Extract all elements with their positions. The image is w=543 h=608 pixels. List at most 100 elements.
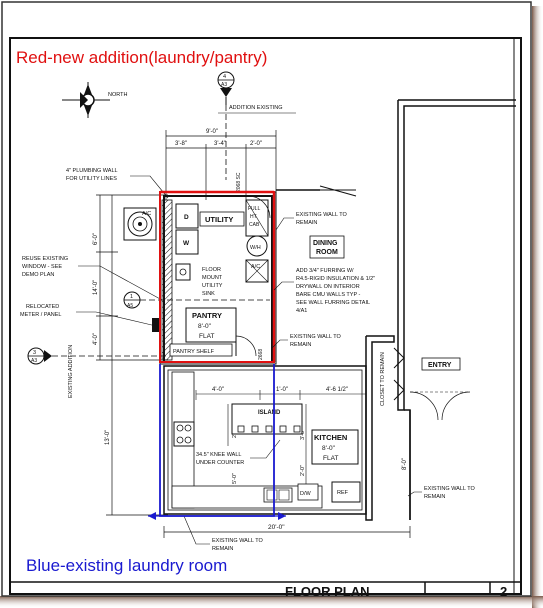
- note-furring-2: R4.5-RIGID INSULATION & 1/2": [296, 276, 375, 282]
- caption-existing-laundry: Blue-existing laundry room: [26, 556, 228, 575]
- label-dishwasher: D/W: [300, 491, 312, 497]
- kitchen-ceiling-type: FLAT: [323, 455, 338, 462]
- refrigerator: [331, 481, 361, 503]
- outdoor-ac-unit: [123, 207, 157, 241]
- door-2668: 2668: [258, 349, 264, 360]
- meter-panel-icon: [152, 318, 160, 332]
- note-furring-4: BARE CMU WALLS TYP -: [296, 292, 361, 298]
- entry-label-box: [421, 357, 461, 371]
- note-existing-wall-2a: EXISTING WALL TO: [290, 334, 341, 340]
- svg-text:4: 4: [223, 74, 226, 80]
- room-label-entry: ENTRY: [428, 362, 452, 369]
- note-reuse-2: WINDOW - SEE: [22, 264, 62, 270]
- dining-label-box: [309, 235, 345, 259]
- pantry-ceiling-type: FLAT: [199, 333, 214, 340]
- note-existing-wall-3b: REMAIN: [424, 494, 445, 500]
- label-washer: W: [183, 240, 190, 247]
- note-relocated-1: RELOCATED: [26, 304, 59, 310]
- dim-kitchen-1-0: 1'-0": [276, 387, 288, 393]
- north-label: NORTH: [108, 92, 127, 98]
- dim-13-0: 13'-0": [105, 430, 111, 445]
- note-existing-wall-2b: REMAIN: [290, 342, 311, 348]
- label-water-heater: W/H: [250, 245, 261, 251]
- note-existing-wall-1b: REMAIN: [296, 220, 317, 226]
- pantry-label-box: [185, 307, 237, 343]
- leader-existing-wall-2: [271, 339, 288, 349]
- leader-existing-wall-3: [407, 491, 422, 497]
- kitchen-sink: [263, 487, 293, 503]
- dim-8-0: 8'-0": [402, 458, 408, 470]
- water-heater: [246, 235, 268, 257]
- label-ht: HT.: [250, 214, 258, 220]
- note-furring-3: DRYWALL ON INTERIOR: [296, 284, 360, 290]
- section-marker-top: 4 A3: [217, 71, 235, 105]
- pantry-shelf: [169, 343, 233, 357]
- note-furring-6: 4/A1: [296, 308, 307, 314]
- existing-house-walls: [276, 99, 516, 521]
- note-knee-wall-1: 34.5" KNEE WALL: [196, 452, 241, 458]
- dimensions-bottom: [163, 526, 411, 538]
- leader-existing-wall-4: [183, 515, 210, 545]
- label-full: FULL: [248, 206, 260, 212]
- dim-kitchen-5-0: 5'-0": [232, 473, 238, 484]
- closet-door-2: [393, 379, 405, 401]
- utility-sink: [175, 263, 191, 281]
- dim-kitchen-2-0b: 2'-0": [300, 465, 306, 476]
- kitchen-ceiling-height: 8'-0": [322, 445, 336, 452]
- label-island: ISLAND: [258, 410, 281, 416]
- svg-text:A5: A5: [127, 303, 133, 309]
- note-furring-1: ADD 3/4" FURRING W/: [296, 268, 354, 274]
- note-relocated-2: METER / PANEL: [20, 312, 61, 318]
- note-existing-wall-4b: REMAIN: [212, 546, 233, 552]
- leader-furring: [273, 281, 294, 291]
- note-existing-wall-1a: EXISTING WALL TO: [296, 212, 347, 218]
- dim-9-0: 9'-0": [206, 129, 218, 135]
- existing-kitchen-walls: [163, 365, 367, 515]
- label-mount: MOUNT: [202, 275, 223, 281]
- room-label-room: ROOM: [316, 249, 338, 256]
- frame-shadow-right: [532, 6, 543, 608]
- dim-kitchen-4-6: 4'-6 1/2": [326, 387, 348, 393]
- room-label-utility: UTILITY: [205, 215, 233, 224]
- note-reuse-1: REUSE EXISTING: [22, 256, 68, 262]
- caption-new-addition: Red-new addition(laundry/pantry): [16, 48, 268, 67]
- island-stools: [237, 425, 301, 433]
- sheet-border: [9, 37, 522, 595]
- title-floor-plan: FLOOR PLAN: [285, 584, 370, 599]
- frame-shadow-bottom: [0, 596, 543, 608]
- dryer: [175, 203, 199, 229]
- leader-relocated: [76, 311, 157, 327]
- leader-existing-wall-1: [275, 217, 294, 231]
- label-closet-to-remain: CLOSET TO REMAIN: [380, 352, 386, 406]
- note-existing-wall-3a: EXISTING WALL TO: [424, 486, 475, 492]
- washer: [175, 229, 199, 255]
- label-ac-outdoor: A/C: [142, 211, 151, 217]
- kitchen-label-box: [311, 429, 359, 465]
- label-cab: CAB: [249, 222, 260, 228]
- label-dryer: D: [184, 214, 189, 221]
- detail-marker-a5: 1 A5: [123, 291, 270, 309]
- dishwasher: [297, 483, 319, 501]
- dim-20-0: 20'-0": [268, 524, 285, 531]
- section-marker-left: 3 A3: [27, 347, 168, 365]
- note-furring-5: SEE WALL FURRING DETAIL: [296, 300, 370, 306]
- utility-door-swing: [247, 195, 271, 219]
- pantry-ceiling-height: 8'-0": [198, 323, 212, 330]
- note-reuse-3: DEMO PLAN: [22, 272, 54, 278]
- leader-reuse: [78, 265, 163, 301]
- dimensions-kitchen: [195, 390, 367, 486]
- svg-text:A3: A3: [31, 358, 37, 364]
- note-plumbing-wall-2: FOR UTILITY LINES: [66, 176, 117, 182]
- svg-text:3: 3: [33, 350, 36, 356]
- dim-6-0: 6'-0": [93, 233, 99, 245]
- note-existing-wall-4a: EXISTING WALL TO: [212, 538, 263, 544]
- leader-knee-wall: [250, 439, 281, 459]
- label-addition-existing: ADDITION EXISTING: [229, 105, 282, 111]
- dim-3-4: 3'-4": [214, 141, 226, 147]
- label-floor: FLOOR: [202, 267, 221, 273]
- room-label-pantry: PANTRY: [192, 311, 222, 320]
- label-sink: SINK: [202, 291, 215, 297]
- entry-door-swing-2: [441, 391, 471, 421]
